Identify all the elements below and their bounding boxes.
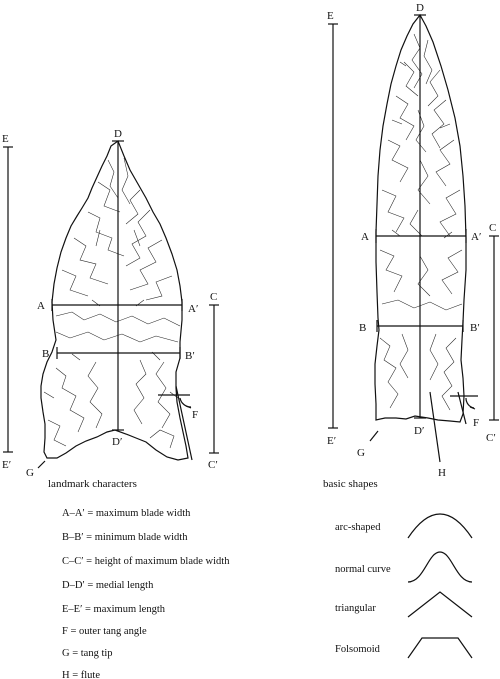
left-tang-tip-pointer bbox=[37, 460, 46, 469]
shapes-legend: basic shapes arc-shaped normal curve tri… bbox=[323, 478, 473, 659]
shape-label: normal curve bbox=[335, 564, 391, 575]
left-tang-edge bbox=[175, 385, 193, 461]
landmark-item: G = tang tip bbox=[62, 648, 113, 659]
left-label-E2: E′ bbox=[2, 459, 11, 471]
right-tang-angle-arc bbox=[465, 397, 475, 409]
left-label-D: D bbox=[114, 128, 122, 140]
shapes-legend-heading: basic shapes bbox=[323, 478, 378, 490]
landmark-item: H = flute bbox=[62, 670, 100, 679]
shape-label: Folsomoid bbox=[335, 644, 381, 655]
left-projectile-point: D D′ A A′ B B′ C C′ E E′ F G bbox=[2, 128, 219, 479]
landmark-item: E–E′ = maximum length bbox=[62, 604, 166, 615]
left-label-A2: A′ bbox=[188, 303, 198, 315]
right-label-H: H bbox=[438, 467, 446, 479]
arc-shape-icon bbox=[407, 513, 473, 539]
right-label-D2: D′ bbox=[414, 425, 424, 437]
landmark-item: C–C′ = height of maximum blade width bbox=[62, 556, 230, 567]
right-label-G: G bbox=[357, 447, 365, 459]
landmark-item: F = outer tang angle bbox=[62, 626, 147, 637]
landmark-legend: landmark characters A–A′ = maximum blade… bbox=[48, 478, 230, 679]
landmark-item: B–B′ = minimum blade width bbox=[62, 532, 188, 543]
right-label-B2: B′ bbox=[470, 322, 480, 334]
right-tang-arrow bbox=[469, 406, 476, 410]
right-label-A2: A′ bbox=[471, 231, 481, 243]
right-label-C2: C′ bbox=[486, 432, 496, 444]
landmark-legend-heading: landmark characters bbox=[48, 478, 137, 490]
right-flake-scars bbox=[379, 33, 463, 411]
landmark-item: D–D′ = medial length bbox=[62, 580, 154, 591]
left-flake-scars bbox=[43, 157, 181, 449]
right-projectile-point: D D′ A A′ B B′ C C′ E E′ F G H bbox=[327, 2, 499, 479]
right-tang-edge bbox=[457, 391, 467, 425]
shape-label: triangular bbox=[335, 603, 376, 614]
normal-curve-shape-icon bbox=[407, 551, 473, 583]
left-label-G: G bbox=[26, 467, 34, 479]
right-flute-line bbox=[429, 391, 441, 463]
right-label-E2: E′ bbox=[327, 435, 336, 447]
left-label-B: B bbox=[42, 348, 49, 360]
left-label-C2: C′ bbox=[208, 459, 218, 471]
shape-label: arc-shaped bbox=[335, 522, 381, 533]
left-label-C: C bbox=[210, 291, 217, 303]
right-tang-tip-pointer bbox=[369, 430, 379, 442]
landmark-item: A–A′ = maximum blade width bbox=[62, 508, 191, 519]
left-label-E: E bbox=[2, 133, 9, 145]
left-tang-angle-arc bbox=[179, 397, 192, 408]
right-label-D: D bbox=[416, 2, 424, 14]
left-point-outline bbox=[40, 140, 189, 461]
right-label-C: C bbox=[489, 222, 496, 234]
left-tang-arrow bbox=[185, 405, 192, 409]
right-label-E: E bbox=[327, 10, 334, 22]
triangular-shape-icon bbox=[407, 591, 473, 618]
left-label-F: F bbox=[192, 409, 198, 421]
left-label-A: A bbox=[37, 300, 45, 312]
right-label-A: A bbox=[361, 231, 369, 243]
folsomoid-shape-icon bbox=[407, 637, 473, 659]
left-label-B2: B′ bbox=[185, 350, 195, 362]
right-label-B: B bbox=[359, 322, 366, 334]
right-label-F: F bbox=[473, 417, 479, 429]
left-label-D2: D′ bbox=[112, 436, 122, 448]
